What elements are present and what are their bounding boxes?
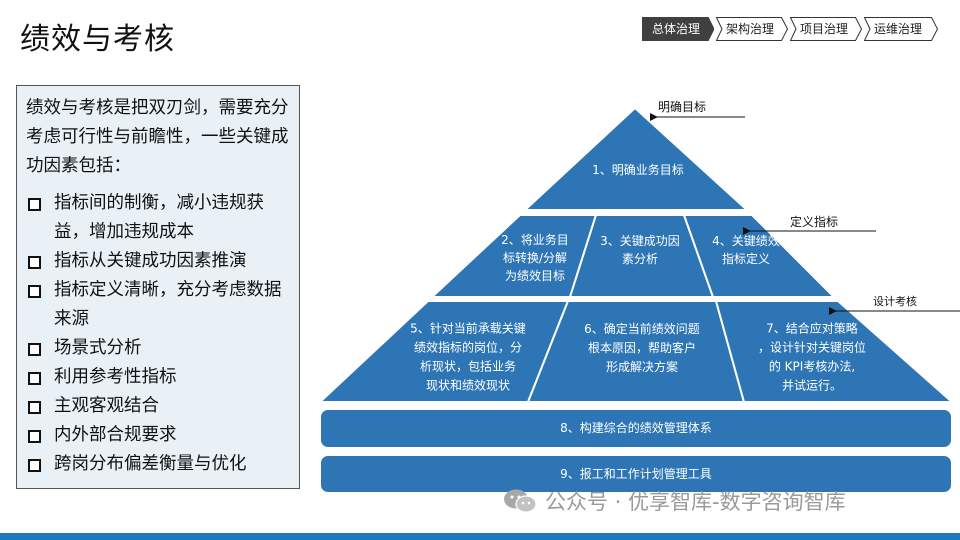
pyramid-apex-segment — [522, 106, 750, 211]
base-left-label: 5、针对当前承载关键绩效指标的岗位，分析现状，包括业务现状和绩效现状 — [410, 321, 526, 393]
pyramid-mid-segment-right — [682, 214, 837, 298]
apex-label: 1、明确业务目标 — [592, 162, 684, 177]
base-center-label-line: 根本原因，帮助客户 — [588, 340, 696, 355]
tab-architecture-governance[interactable]: 架构治理 — [716, 17, 788, 41]
checkbox-square-icon — [28, 343, 41, 356]
mid-right-label-line: 指标定义 — [722, 251, 770, 266]
pyramid-base-segment-right — [714, 300, 955, 403]
tab-label: 架构治理 — [726, 22, 775, 36]
base-center-label-line: 6、确定当前绩效问题 — [584, 321, 700, 336]
checkbox-square-icon — [28, 198, 41, 211]
base-left-label-line: 析现状，包括业务 — [420, 359, 516, 374]
governance-nav: 总体治理 架构治理 项目治理 运维治理 — [642, 17, 940, 41]
list-item-text: 主观客观结合 — [54, 396, 159, 416]
mid-right-label-line: 4、关键绩效 — [712, 233, 780, 248]
checkbox-square-icon — [28, 430, 41, 443]
tab-label: 项目治理 — [800, 22, 849, 36]
annotation-define-goal: 明确目标 — [658, 100, 706, 114]
key-success-factors-panel: 绩效与考核是把双刃剑，需要充分考虑可行性与前瞻性，一些关键成功因素包括： 指标间… — [16, 85, 300, 489]
mid-center-label: 3、关键成功因素分析 — [600, 234, 680, 266]
timesheet-tool-label: 9、报工和工作计划管理工具 — [560, 466, 712, 481]
list-item-text: 场景式分析 — [54, 338, 142, 358]
checkbox-square-icon — [28, 372, 41, 385]
base-left-label-line: 5、针对当前承载关键 — [410, 321, 526, 336]
list-item-text: 利用参考性指标 — [54, 367, 177, 387]
list-item: 主观客观结合 — [26, 392, 291, 421]
list-item-text: 指标从关键成功因素推演 — [54, 251, 247, 271]
base-right-label-line: ，设计针对关键岗位 — [758, 340, 866, 355]
list-item: 利用参考性指标 — [26, 363, 291, 392]
timesheet-tool-bar — [319, 454, 953, 494]
list-item: 内外部合规要求 — [26, 421, 291, 450]
panel-intro: 绩效与考核是把双刃剑，需要充分考虑可行性与前瞻性，一些关键成功因素包括： — [26, 98, 289, 176]
checkbox-square-icon — [28, 401, 41, 414]
base-left-label-line: 现状和绩效现状 — [426, 378, 510, 393]
base-right-label-line: 并试运行。 — [782, 378, 842, 393]
tab-label: 总体治理 — [652, 22, 701, 36]
management-system-label: 8、构建综合的绩效管理体系 — [560, 420, 712, 435]
tab-shape — [642, 17, 714, 41]
tab-shape — [716, 17, 788, 41]
tab-overall-governance[interactable]: 总体治理 — [642, 17, 714, 41]
management-system-bar — [319, 408, 953, 449]
mid-center-label-line: 3、关键成功因 — [600, 234, 680, 248]
mid-left-label-line: 2、将业务目 — [501, 232, 569, 247]
base-left-label-line: 绩效指标的岗位，分 — [414, 340, 522, 355]
list-item-text: 指标间的制衡，减小违规获益，增加违规成本 — [54, 193, 264, 242]
base-right-label: 7、结合应对策略 ，设计针对关键岗位的 KPI考核办法, 并试运行。 — [758, 321, 866, 393]
footer-bar — [0, 533, 960, 540]
tab-project-governance[interactable]: 项目治理 — [790, 17, 862, 41]
watermark-text: 公众号 · 优享智库-数字咨询智库 — [545, 490, 846, 514]
list-item: 指标间的制衡，减小违规获益，增加违规成本 — [26, 189, 291, 247]
list-item-text: 内外部合规要求 — [54, 425, 177, 445]
pyramid-labels: 1、明确业务目标 2、将业务目标转换/分解为绩效目标 3、关键成功因素分析 4、关键绩… — [410, 162, 866, 481]
wechat-icon — [504, 489, 537, 513]
checkbox-square-icon — [28, 285, 41, 298]
base-center-label: 6、确定当前绩效问题根本原因，帮助客户形成解决方案 — [584, 321, 700, 374]
list-item: 指标定义清晰，充分考虑数据来源 — [26, 276, 291, 334]
base-right-label-line: 的 KPI考核办法, — [769, 359, 855, 374]
watermark: 公众号 · 优享智库-数字咨询智库 — [503, 486, 846, 516]
base-right-label-line: 7、结合应对策略 — [766, 321, 858, 336]
checkbox-square-icon — [28, 459, 41, 472]
mid-left-label: 2、将业务目标转换/分解为绩效目标 — [501, 232, 569, 283]
page-title: 绩效与考核 — [20, 22, 175, 57]
list-item-text: 跨岗分布偏差衡量与优化 — [54, 454, 247, 474]
mid-right-label: 4、关键绩效指标定义 — [712, 233, 780, 266]
tab-operations-governance[interactable]: 运维治理 — [864, 17, 938, 41]
checkbox-square-icon — [28, 256, 41, 269]
tab-shape — [790, 17, 862, 41]
list-item: 指标从关键成功因素推演 — [26, 247, 291, 276]
apex-label-line: 1、明确业务目标 — [592, 162, 684, 177]
tab-label: 运维治理 — [874, 22, 923, 36]
tab-shape — [864, 17, 938, 41]
annotation-design-assessment: 设计考核 — [873, 294, 917, 308]
base-center-label-line: 形成解决方案 — [606, 359, 678, 374]
list-item: 场景式分析 — [26, 334, 291, 363]
annotation-define-metrics: 定义指标 — [790, 214, 838, 229]
mid-left-label-line: 为绩效目标 — [505, 268, 565, 283]
list-item: 跨岗分布偏差衡量与优化 — [26, 450, 291, 479]
mid-center-label-line: 素分析 — [622, 252, 658, 266]
mid-left-label-line: 标转换/分解 — [503, 250, 567, 265]
success-factor-list: 指标间的制衡，减小违规获益，增加违规成本 指标从关键成功因素推演 指标定义清晰，… — [26, 189, 291, 479]
list-item-text: 指标定义清晰，充分考虑数据来源 — [54, 280, 282, 329]
management-system-label-line: 8、构建综合的绩效管理体系 — [560, 420, 712, 435]
